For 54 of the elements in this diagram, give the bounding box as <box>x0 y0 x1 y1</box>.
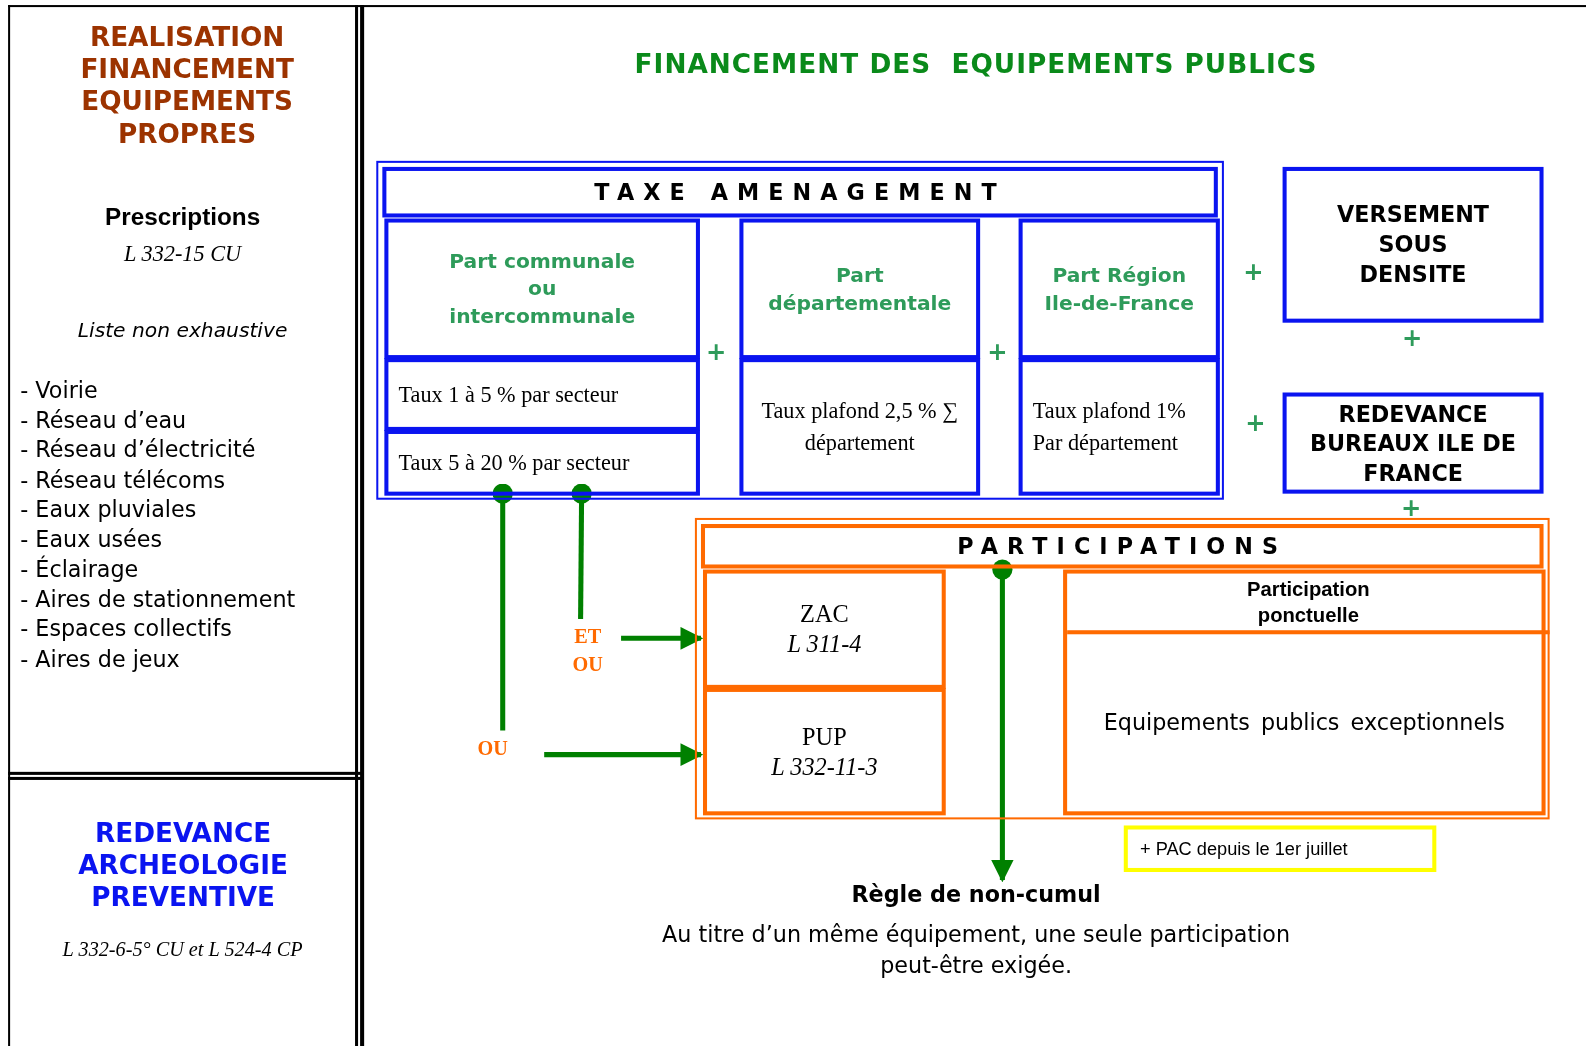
arrow <box>991 559 1014 883</box>
participations-group <box>694 517 1550 820</box>
section-heading: Prescriptions <box>104 202 262 231</box>
list-item: - Réseau d’électricité <box>20 437 256 463</box>
rule-text: Au titre d’un même équipement, une seule participation peut-être exigée. <box>661 920 1292 981</box>
rule-heading: Règle de non-cumul <box>850 882 1102 908</box>
legal-reference: L 332-6-5° CU et L 524-4 CP <box>61 937 304 961</box>
arrow <box>621 626 704 650</box>
legal-reference: L 311-4 <box>787 630 862 660</box>
connector-label: ET OU <box>566 622 609 679</box>
tax-box: REDEVANCE BUREAUX ILE DE FRANCE <box>1282 392 1544 494</box>
plus-sign: + <box>1243 257 1264 287</box>
tax-box: VERSEMENT SOUS DENSITE <box>1282 166 1544 323</box>
rate-box: Taux 5 à 20 % par secteur <box>384 429 700 496</box>
section-heading: PARTICIPATIONS <box>700 524 1544 569</box>
panel-heading: REDEVANCE ARCHEOLOGIE PREVENTIVE <box>77 816 289 914</box>
rate-box: Taux 1 à 5 % par secteur <box>384 358 700 431</box>
participation-box <box>703 687 946 816</box>
participation-box <box>703 569 946 689</box>
panel-heading: REALISATION FINANCEMENT EQUIPEMENTS PROPRES <box>79 20 295 150</box>
list-item: - Voirie <box>20 377 98 403</box>
connector-label: OU <box>467 732 518 763</box>
rate-box: Taux plafond 2,5 % ∑ département <box>739 358 981 496</box>
list-item: - Aires de stationnement <box>20 586 296 612</box>
note: Liste non exhaustive <box>76 317 289 342</box>
list-item: - Eaux pluviales <box>20 496 197 522</box>
connector-line <box>492 483 513 731</box>
plus-sign: + <box>1245 408 1266 437</box>
list-item: - Aires de jeux <box>20 645 180 672</box>
list-item: - Eaux usées <box>20 526 163 552</box>
note-box: + PAC depuis le 1er juillet <box>1123 825 1437 872</box>
box-title: PUP <box>802 722 847 752</box>
list-item: - Réseau d’eau <box>20 407 187 433</box>
legal-reference: L 332-11-3 <box>771 752 878 782</box>
plus-sign: + <box>1401 323 1423 353</box>
table-header-cell: Part communale ou intercommunale <box>384 218 700 360</box>
rate-box: Taux plafond 1% Par département <box>1018 358 1220 496</box>
diagram-title: FINANCEMENT DES EQUIPEMENTS PUBLICS <box>633 48 1319 79</box>
plus-sign: + <box>706 337 727 367</box>
table-header-cell: Part départementale <box>739 218 981 360</box>
box-text: Equipements publics exceptionnels <box>1102 709 1506 738</box>
plus-sign: + <box>1400 493 1422 522</box>
box-title: ZAC <box>800 599 849 630</box>
plus-sign: + <box>987 337 1008 367</box>
section-heading: Participation ponctuelle <box>1067 573 1550 635</box>
list-item: - Éclairage <box>20 556 139 582</box>
legal-reference: L 332-15 CU <box>123 240 243 268</box>
arrow <box>544 743 704 767</box>
table-header-cell: Part Région Ile-de-France <box>1018 218 1220 360</box>
list-item: - Espaces collectifs <box>20 616 232 642</box>
list-item: - Réseau télécoms <box>20 466 225 493</box>
connector-line <box>571 483 592 620</box>
section-heading: TAXE AMENAGEMENT <box>382 166 1218 218</box>
tax-group <box>376 160 1224 500</box>
